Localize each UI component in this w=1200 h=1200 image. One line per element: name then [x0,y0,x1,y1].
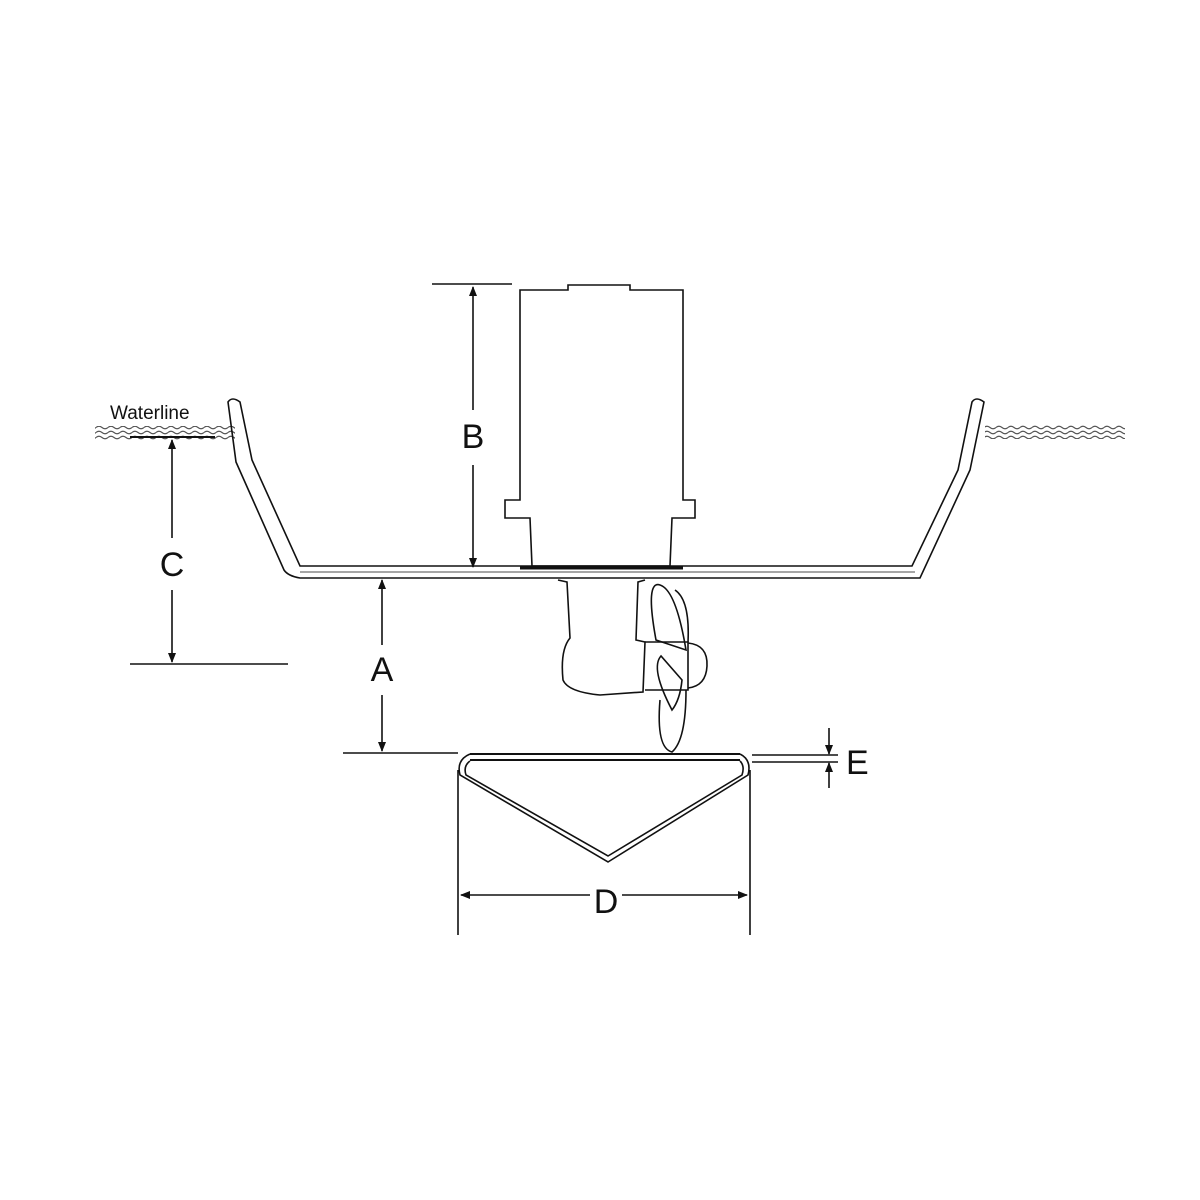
gear-leg-propeller [557,579,708,753]
waterline [95,425,1125,440]
dimension-e [752,728,838,788]
dimension-d-label: D [594,883,619,921]
dimension-a [343,579,458,754]
dimension-e-label: E [846,744,869,782]
hull [227,398,985,579]
dimension-b-label: B [462,418,485,456]
dimension-c-label: C [160,546,185,584]
tunnel-tube [457,753,751,935]
waterline-label: Waterline [110,403,190,424]
dimension-b [432,283,512,568]
thruster-motor [504,284,696,570]
dimension-a-label: A [371,651,394,689]
dimension-c [130,439,288,665]
